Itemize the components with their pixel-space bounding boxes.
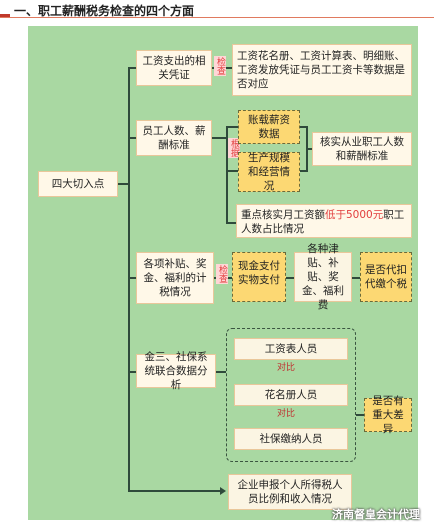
branch-3-node: 各项补贴、奖金、福利的计税情况 — [136, 252, 214, 304]
branch-4-p2: 花名册人员 — [234, 384, 348, 406]
branch-3-mid: 各种津贴、补贴、奖金、福利费 — [294, 243, 352, 311]
root-node: 四大切入点 — [38, 171, 118, 197]
branch-3-sub-group: 现金支付 实物支付 — [232, 252, 286, 302]
connector — [356, 414, 364, 416]
page-title: 一、职工薪酬税务检查的四个方面 — [14, 4, 195, 18]
connector — [286, 277, 294, 279]
connector — [226, 126, 228, 224]
branch-2-sub1: 账载薪资数据 — [238, 110, 300, 144]
branch-2-node: 员工人数、薪酬标准 — [136, 120, 212, 156]
connector — [128, 490, 220, 492]
branch-2-result: 核实从业职工人数和薪酬标准 — [312, 132, 412, 166]
branch-4-extra: 企业申报个人所得税人员比例和收入情况 — [228, 474, 352, 510]
connector — [128, 67, 136, 69]
connector — [128, 137, 136, 139]
branch-3-sub2: 实物支付 — [238, 274, 280, 286]
connector — [212, 137, 226, 139]
title-underline — [0, 17, 434, 18]
branch-4-p1: 工资表人员 — [234, 338, 348, 360]
title-marker — [0, 14, 10, 17]
branch-4-compare-1: 对比 — [277, 363, 296, 373]
branch-2-tag: 根据 — [228, 138, 240, 158]
branch-2-extra-post: 职工人数占比情况 — [241, 209, 405, 235]
connector — [128, 67, 130, 373]
branch-2-sub2: 生产规模和经营情况 — [238, 152, 300, 192]
branch-1-node: 工资支出的相关凭证 — [136, 50, 212, 86]
branch-2-extra-highlight: 低于5000元 — [325, 209, 384, 221]
branch-4-result: 是否有重大差异 — [364, 395, 412, 435]
branch-3-sub1: 现金支付 — [238, 260, 280, 272]
connector — [226, 170, 238, 172]
branch-1-tag: 检查 — [214, 56, 226, 76]
arrow-icon — [220, 487, 226, 495]
connector — [226, 222, 236, 224]
branch-1-detail: 工资花名册、工资计算表、明细账、工资发放凭证与员工工资卡等数据是否对应 — [232, 44, 412, 96]
branch-2-extra: 重点核实月工资额低于5000元职工人数占比情况 — [236, 204, 412, 238]
branch-4-node: 金三、社保系统联合数据分析 — [136, 351, 216, 391]
watermark: 济南督皇会计代理 — [332, 508, 420, 521]
connector — [300, 170, 306, 172]
branch-4-compare-2: 对比 — [277, 409, 296, 419]
connector — [300, 126, 306, 128]
branch-4-compare-group — [226, 328, 356, 462]
connector — [216, 371, 226, 373]
connector — [128, 277, 136, 279]
connector — [128, 371, 136, 373]
connector — [306, 148, 312, 150]
connector — [128, 373, 130, 491]
connector — [226, 126, 238, 128]
branch-3-tag: 检查 — [216, 264, 228, 284]
branch-3-result: 是否代扣代缴个税 — [360, 252, 412, 302]
connector — [118, 183, 128, 185]
branch-2-extra-pre: 重点核实月工资额 — [241, 209, 325, 221]
connector — [352, 277, 360, 279]
branch-4-p3: 社保缴纳人员 — [234, 428, 348, 450]
